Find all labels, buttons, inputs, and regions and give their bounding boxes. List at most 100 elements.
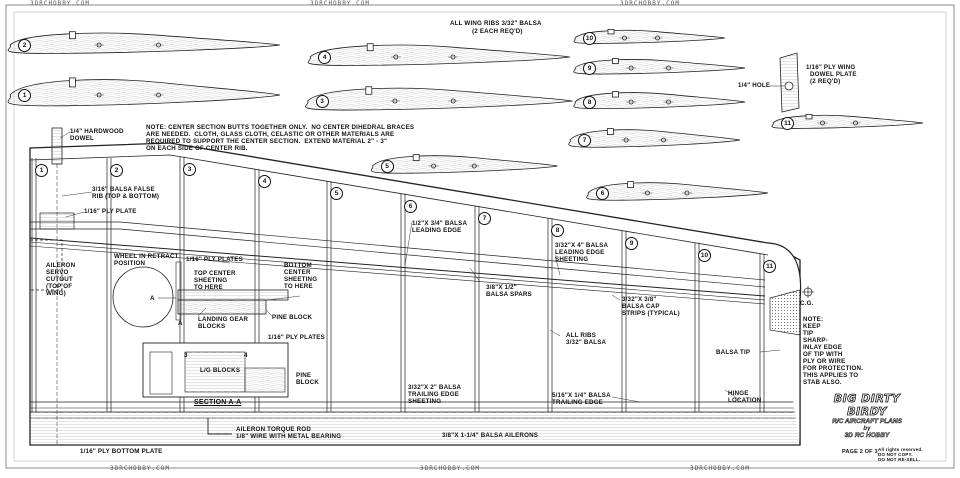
wing-rib-number: 4	[258, 175, 271, 189]
border-text-top: 3DRCHOBBY.COM	[30, 0, 90, 7]
border-text-bottom: 3DRCHOBBY.COM	[690, 465, 750, 472]
rib-template	[7, 79, 281, 107]
label-wheel-retract: WHEEL IN RETRACT POSITION	[114, 253, 179, 267]
ribs-header-line2: (2 EACH REQ'D)	[472, 28, 523, 35]
label-a-right: A	[178, 320, 183, 327]
label-te-sheeting: 3/32"X 2" BALSA TRAILING EDGE SHEETING	[408, 384, 462, 405]
dowel-hole-label: 1/4" HOLE	[738, 82, 771, 89]
label-section-3: 3	[184, 352, 188, 359]
title-sub: R/C AIRCRAFT PLANS	[832, 418, 902, 426]
rib-template	[307, 44, 571, 66]
rib-number-label: 6	[596, 187, 609, 200]
label-lg-blocks: L/G BLOCKS	[200, 367, 241, 374]
rib-number-label: 11	[781, 117, 794, 130]
rib-template	[568, 129, 741, 148]
wing-rib-number: 3	[183, 162, 196, 176]
wing-rib-number: 9	[625, 236, 638, 250]
border-text-top: 3DRCHOBBY.COM	[620, 0, 680, 7]
spar-notch	[365, 86, 373, 95]
label-landing-gear-blocks: LANDING GEAR BLOCKS	[198, 316, 249, 330]
dowel-plate-line2: DOWEL PLATE	[810, 71, 857, 78]
spar-notch	[627, 181, 634, 189]
wing-rib-number: 6	[404, 199, 417, 213]
spar-notch	[69, 77, 76, 88]
rib-number-label: 10	[583, 32, 596, 45]
spar-notch	[69, 31, 76, 40]
dowel-plate	[770, 52, 800, 113]
label-section-4: 4	[244, 352, 248, 359]
label-bottom-plate: 1/16" PLY BOTTOM PLATE	[80, 448, 163, 455]
label-pine-block: PINE BLOCK	[272, 314, 313, 321]
rib-template	[586, 182, 769, 201]
label-false-rib: 3/16" BALSA FALSE RIB (TOP & BOTTOM)	[92, 186, 160, 200]
label-top-center: TOP CENTER SHEETING TO HERE	[194, 270, 236, 291]
spar-notch	[612, 58, 619, 64]
section-aa-title: SECTION A-A	[194, 399, 242, 406]
spar-notch	[412, 154, 420, 162]
dowel-plate-line1: 1/16" PLY WING	[806, 64, 856, 71]
rib-number-label: 9	[583, 62, 596, 75]
border-text-bottom: 3DRCHOBBY.COM	[110, 465, 170, 472]
wing-rib-number: 10	[698, 248, 711, 262]
border-text-top: 3DRCHOBBY.COM	[310, 0, 370, 7]
wing-plan	[29, 127, 814, 446]
label-balsa-tip: BALSA TIP	[716, 349, 751, 356]
rib-template	[573, 29, 726, 44]
spar-notch	[805, 114, 813, 120]
spar-notch	[607, 128, 614, 136]
wing-rib-number: 7	[478, 212, 491, 225]
spar-notch	[607, 29, 615, 35]
label-le-sheeting: 3/32"X 4" BALSA LEADING EDGE SHEETING	[555, 242, 609, 263]
label-bottom-center: BOTTOM CENTER SHEETING TO HERE	[284, 262, 318, 290]
rib-template	[370, 155, 558, 174]
label-spars: 3/8"X 1/2" BALSA SPARS	[486, 284, 532, 298]
label-cap-strips: 3/32"X 3/8" BALSA CAP STRIPS (TYPICAL)	[622, 296, 680, 317]
rib-template	[7, 32, 281, 54]
rib-number-label: 7	[578, 134, 591, 147]
sheet-border	[5, 4, 955, 469]
label-ply-plates: 1/16" PLY PLATES	[186, 256, 243, 263]
wing-rib-number: 8	[551, 224, 564, 238]
rib-template	[771, 114, 924, 129]
rib-template	[305, 87, 573, 111]
center-section-note: NOTE: CENTER SECTION BUTTS TOGETHER ONLY…	[146, 124, 415, 152]
label-ply-plates-2: 1/16" PLY PLATES	[268, 334, 325, 341]
label-leading-edge: 1/2"X 3/4" BALSA LEADING EDGE	[412, 220, 468, 234]
rib-number-label: 5	[380, 160, 394, 173]
wing-rib-number: 11	[763, 259, 776, 273]
rib-number-label: 4	[318, 51, 331, 64]
wing-rib-number: 1	[35, 164, 48, 177]
spar-notch	[612, 91, 619, 98]
label-hardwood-dowel: 1/4" HARDWOOD DOWEL	[70, 128, 124, 142]
label-trailing-edge: 5/16"X 1/4" BALSA TRAILING EDGE	[552, 392, 611, 406]
title-main: BIG DIRTY BIRDY	[833, 392, 901, 419]
rib-number-label: 2	[18, 39, 31, 52]
title-brand: 3D RC HOBBY	[844, 432, 890, 440]
spar-notch	[366, 43, 374, 52]
label-hinge: HINGE LOCATION	[728, 390, 762, 404]
rib-number-label: 3	[315, 95, 329, 108]
label-a-left: A	[150, 295, 155, 302]
rib-templates	[7, 29, 924, 201]
rib-number-label: 8	[583, 96, 596, 109]
rib-number-label: 1	[18, 89, 31, 102]
label-ailerons: 3/8"X 1-1/4" BALSA AILERONS	[442, 432, 539, 439]
label-ply-plate: 1/16" PLY PLATE	[84, 208, 137, 215]
label-aileron-cutout: AILERON SERVO CUTOUT (TOP OF WING)	[46, 262, 76, 297]
rib-template	[573, 59, 746, 75]
rights-notice: All rights reserved. DO NOT COPY. DO NOT…	[878, 447, 923, 462]
title-by: by	[863, 425, 871, 432]
border-text-bottom: 3DRCHOBBY.COM	[420, 465, 480, 472]
label-torque-rod: AILERON TORQUE ROD 1/8" WIRE WITH METAL …	[236, 426, 342, 440]
wing-rib-number: 5	[330, 187, 343, 201]
label-cg: C.G.	[800, 300, 814, 307]
page-number: PAGE 2 OF 3	[842, 449, 878, 455]
wing-rib-number: 2	[110, 164, 123, 177]
label-all-ribs: ALL RIBS 3/32" BALSA	[566, 332, 607, 346]
title-block: BIG DIRTY BIRDY R/C AIRCRAFT PLANS by 3D…	[812, 392, 922, 440]
label-pine-block-2: PINE BLOCK	[296, 372, 319, 386]
dowel-plate-line3: (2 REQ'D)	[810, 78, 841, 85]
rib-template	[573, 92, 746, 110]
